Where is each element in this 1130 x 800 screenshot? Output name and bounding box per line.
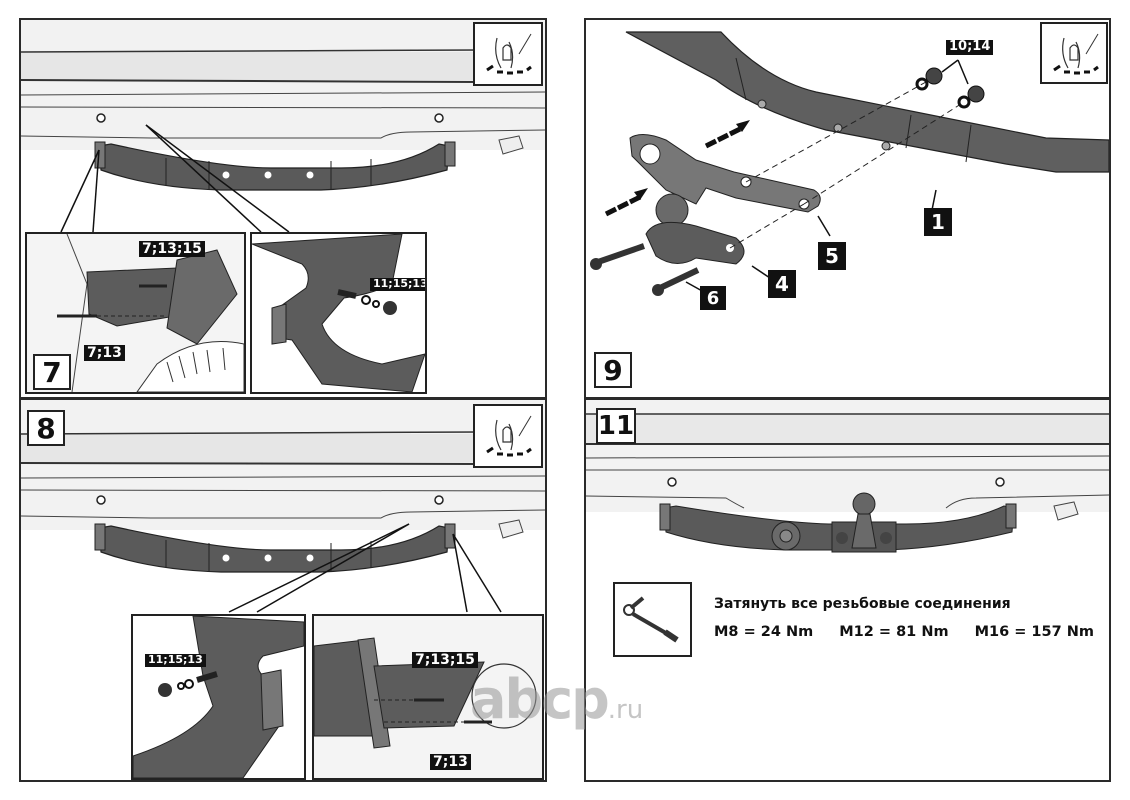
step-8-inset-bracket: 7;13;15 7;13 <box>312 614 544 780</box>
step-number: 8 <box>27 410 65 446</box>
step-8-bumper-illustration <box>21 400 545 613</box>
label-7-13: 7;13 <box>430 754 471 771</box>
step-number: 9 <box>594 352 632 388</box>
watermark-brand: abcp <box>470 668 610 731</box>
step-7-bumper-illustration <box>21 20 545 233</box>
hand-tighten-icon <box>473 22 543 86</box>
watermark-tld: .ru <box>607 695 644 725</box>
torque-m12: M12 = 81 Nm <box>839 624 949 640</box>
step-7-panel: 7;13;15 7;13 7 11;15;13 <box>19 18 547 399</box>
part-number-5: 5 <box>818 242 846 270</box>
part-number-6: 6 <box>700 286 726 310</box>
step-7-inset-nut: 11;15;13 <box>250 232 427 394</box>
watermark: abcp.ru <box>470 668 643 731</box>
part-number-4: 4 <box>768 270 796 298</box>
torque-m8: M8 = 24 Nm <box>714 624 814 640</box>
label-7-13: 7;13 <box>84 345 125 362</box>
step-number: 11 <box>596 408 636 444</box>
torque-values: M8 = 24 Nm M12 = 81 Nm M16 = 157 Nm <box>714 624 1094 640</box>
label-7-13-15: 7;13;15 <box>139 241 205 258</box>
torque-wrench-icon <box>613 582 692 657</box>
step-11-installed-view <box>586 400 1109 553</box>
step-11-panel: 11 Затянуть все резьбовые соединения M8 … <box>584 398 1111 782</box>
torque-instruction: Затянуть все резьбовые соединения <box>714 596 1011 612</box>
label-11-15-13: 11;15;13 <box>145 653 206 667</box>
label-7-13-15: 7;13;15 <box>412 652 478 669</box>
hand-tighten-icon <box>473 404 543 468</box>
step-8-panel: 8 11;15;13 7;13;15 7;13 <box>19 398 547 782</box>
step-7-inset-bracket: 7;13;15 7;13 7 <box>25 232 246 394</box>
step-number: 7 <box>33 354 71 390</box>
label-11-15-13: 11;15;13 <box>370 277 425 291</box>
label-10-14: 10;14 <box>946 39 994 55</box>
torque-m16: M16 = 157 Nm <box>974 624 1094 640</box>
step-9-panel: 10;14 1 5 4 6 9 <box>584 18 1111 399</box>
part-number-1: 1 <box>924 208 952 236</box>
step-9-exploded-view <box>590 31 1109 296</box>
hand-tighten-icon <box>1040 22 1108 84</box>
step-8-inset-nut: 11;15;13 <box>131 614 306 780</box>
